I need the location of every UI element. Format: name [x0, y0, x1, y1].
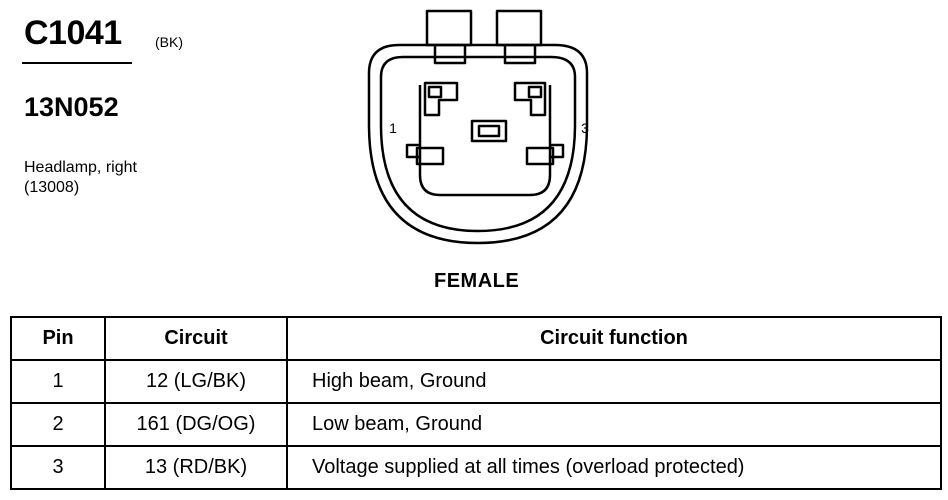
- cell-function: Low beam, Ground: [286, 402, 942, 447]
- cell-function: Voltage supplied at all times (overload …: [286, 445, 942, 490]
- pin-1-contact: [415, 146, 445, 166]
- connector-gender-label: FEMALE: [434, 270, 520, 292]
- locking-tab-left: [425, 9, 473, 47]
- connector-color-code: (BK): [155, 34, 183, 50]
- table-row: 3 13 (RD/BK) Voltage supplied at all tim…: [10, 445, 942, 490]
- pin-label-1: 1: [389, 120, 397, 136]
- pin-3-contact: [525, 146, 555, 166]
- cell-pin: 2: [10, 402, 106, 447]
- housing-outer: [367, 43, 589, 245]
- table-row: 1 12 (LG/BK) High beam, Ground: [10, 359, 942, 404]
- cell-circuit: 161 (DG/OG): [104, 402, 288, 447]
- cell-pin: 3: [10, 445, 106, 490]
- terminal-cavity: [418, 85, 552, 197]
- table-row: 2 161 (DG/OG) Low beam, Ground: [10, 402, 942, 447]
- header-circuit: Circuit: [104, 316, 288, 361]
- cell-function: High beam, Ground: [286, 359, 942, 404]
- header-pin: Pin: [10, 316, 106, 361]
- cell-pin: 1: [10, 359, 106, 404]
- component-description: Headlamp, right (13008): [24, 158, 137, 198]
- pin-1-terminal: [423, 81, 459, 117]
- connector-id: C1041: [24, 14, 122, 52]
- title-underline: [22, 62, 132, 64]
- cell-circuit: 13 (RD/BK): [104, 445, 288, 490]
- table-header-row: Pin Circuit Circuit function: [10, 316, 942, 361]
- pin-2-terminal: [470, 119, 508, 143]
- pin-3-terminal: [513, 81, 547, 117]
- pin-label-3: 3: [581, 120, 589, 136]
- component-base-part: (13008): [24, 179, 80, 196]
- component-name: Headlamp, right: [24, 159, 137, 176]
- housing-inner: [379, 55, 577, 233]
- cell-circuit: 12 (LG/BK): [104, 359, 288, 404]
- part-number: 13N052: [24, 92, 119, 122]
- locking-tab-right: [495, 9, 543, 47]
- pinout-table: Pin Circuit Circuit function 1 12 (LG/BK…: [10, 316, 942, 490]
- connector-face-diagram: 1 3: [367, 9, 589, 245]
- header-circuit-function: Circuit function: [286, 316, 942, 361]
